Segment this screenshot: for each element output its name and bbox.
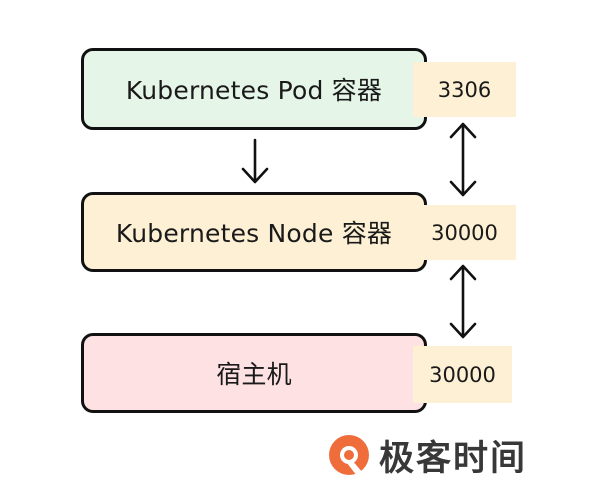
host-machine-label: 宿主机 bbox=[216, 360, 292, 389]
node-container-label: Kubernetes Node 容器 bbox=[115, 219, 393, 248]
geektime-logo: 极客时间 bbox=[327, 430, 527, 481]
pod-container-label: Kubernetes Pod 容器 bbox=[125, 76, 383, 105]
node-port-label: 30000 bbox=[431, 220, 498, 245]
host-machine-box: 宿主机 bbox=[81, 333, 427, 413]
double-arrow-pod-node-port bbox=[449, 122, 477, 197]
pod-port-tag: 3306 bbox=[413, 62, 516, 117]
geektime-logo-icon bbox=[329, 434, 369, 476]
host-port-tag: 30000 bbox=[413, 346, 512, 403]
pod-container-box: Kubernetes Pod 容器 bbox=[81, 48, 427, 130]
host-port-label: 30000 bbox=[429, 362, 496, 387]
pod-port-label: 3306 bbox=[437, 77, 492, 102]
geektime-logo-text: 极客时间 bbox=[379, 439, 528, 479]
node-container-box: Kubernetes Node 容器 bbox=[81, 192, 427, 272]
node-port-tag: 30000 bbox=[413, 205, 516, 260]
arrow-pod-to-node bbox=[241, 138, 269, 184]
double-arrow-node-host-port bbox=[449, 264, 477, 339]
